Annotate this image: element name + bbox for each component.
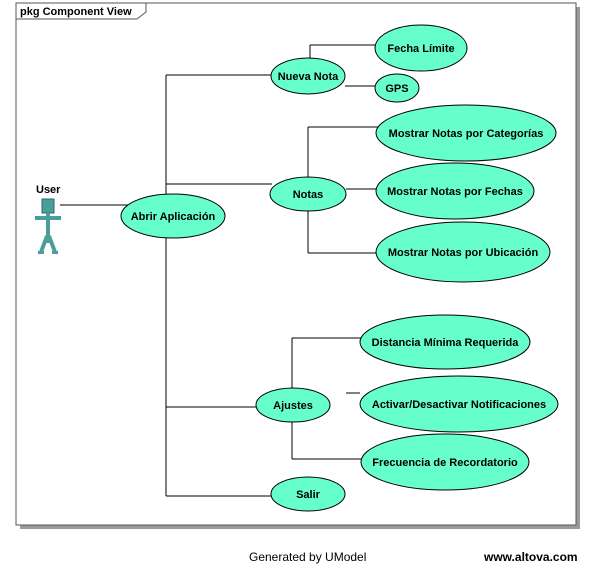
use-case-distancia-label: Distancia Mínima Requerida [372, 337, 520, 349]
actor-body [46, 213, 50, 243]
actor-foot-left [38, 251, 44, 254]
connectors [60, 44, 378, 497]
actor-head [41, 198, 55, 214]
use-case-gps-shape [374, 73, 420, 103]
use-case-activar[interactable]: Activar/Desactivar Notificaciones [359, 375, 559, 433]
use-case-frecuencia[interactable]: Frecuencia de Recordatorio [360, 433, 530, 491]
use-case-activar-label: Activar/Desactivar Notificaciones [372, 399, 546, 411]
use-case-nueva-nota-shape [270, 57, 346, 95]
actor-user[interactable]: User [35, 184, 61, 254]
use-case-por-categorias-shape [375, 104, 557, 162]
footer-generated-by: Generated by UModel [249, 550, 367, 564]
use-case-distancia-shape [359, 314, 531, 370]
use-case-por-fechas-shape [375, 162, 535, 220]
use-case-frecuencia-label: Frecuencia de Recordatorio [372, 457, 518, 469]
actor-legs [39, 235, 57, 253]
use-case-por-categorias-label: Mostrar Notas por Categorías [389, 128, 544, 140]
use-case-fecha-limite[interactable]: Fecha Límite [374, 24, 468, 72]
use-case-salir[interactable]: Salir [270, 476, 346, 512]
use-case-notas-shape [269, 176, 347, 212]
use-case-notas[interactable]: Notas [269, 176, 347, 212]
use-case-por-fechas-label: Mostrar Notas por Fechas [387, 186, 523, 198]
use-case-salir-label: Salir [296, 489, 321, 501]
use-case-por-ubicacion-shape [375, 221, 551, 283]
use-case-abrir-shape [120, 193, 226, 239]
use-case-abrir-label: Abrir Aplicación [131, 211, 216, 223]
use-case-por-ubicacion-label: Mostrar Notas por Ubicación [388, 247, 539, 259]
actor-foot-right [52, 251, 58, 254]
use-case-ajustes-label: Ajustes [273, 400, 313, 412]
use-case-por-fechas[interactable]: Mostrar Notas por Fechas [375, 162, 535, 220]
use-case-nueva-nota[interactable]: Nueva Nota [270, 57, 346, 95]
package-label: pkg Component View [20, 6, 132, 18]
use-case-nueva-nota-label: Nueva Nota [278, 71, 339, 83]
package-tab [15, 2, 147, 20]
use-case-ajustes-shape [255, 387, 331, 423]
use-case-gps[interactable]: GPS [374, 73, 420, 103]
footer-site-link[interactable]: www.altova.com [484, 550, 578, 564]
use-case-distancia[interactable]: Distancia Mínima Requerida [359, 314, 531, 370]
use-case-frecuencia-shape [360, 433, 530, 491]
use-case-activar-shape [359, 375, 559, 433]
actor-label: User [36, 184, 61, 196]
use-case-fecha-limite-shape [374, 24, 468, 72]
actor-arms [35, 216, 61, 220]
use-case-notas-label: Notas [293, 189, 324, 201]
use-case-gps-label: GPS [385, 83, 408, 95]
use-case-fecha-limite-label: Fecha Límite [387, 43, 454, 55]
use-case-por-categorias[interactable]: Mostrar Notas por Categorías [375, 104, 557, 162]
use-case-ajustes[interactable]: Ajustes [255, 387, 331, 423]
use-case-abrir[interactable]: Abrir Aplicación [120, 193, 226, 239]
use-case-salir-shape [270, 476, 346, 512]
use-case-por-ubicacion[interactable]: Mostrar Notas por Ubicación [375, 221, 551, 283]
